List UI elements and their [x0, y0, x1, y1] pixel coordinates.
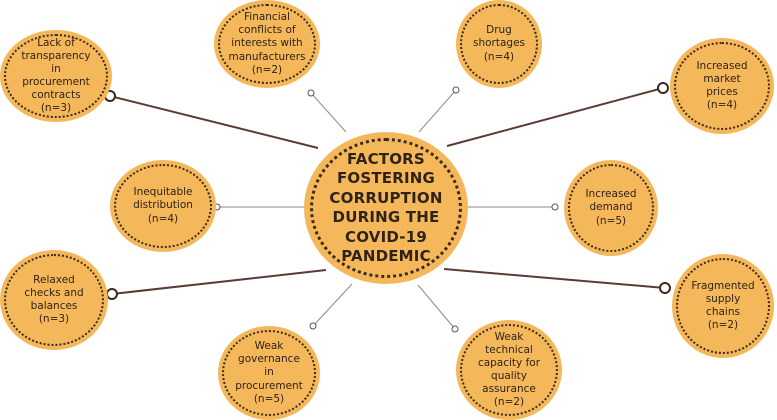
connector-dot-relaxed-checks	[106, 288, 118, 300]
connector-dot-financial-conflicts	[307, 89, 315, 97]
node-label-weak-governance: Weak governance in procurement (n=5)	[235, 340, 303, 405]
connector-fragmented-supply	[443, 268, 666, 289]
connector-dot-fragmented-supply	[659, 282, 671, 294]
node-weak-technical-capacity: Weak technical capacity for quality assu…	[456, 320, 562, 420]
node-label-increased-demand: Increased demand (n=5)	[585, 188, 637, 227]
node-drug-shortages: Drug shortages (n=4)	[456, 0, 542, 88]
connector-drug-shortages	[418, 89, 457, 133]
node-relaxed-checks: Relaxed checks and balances (n=3)	[0, 250, 108, 350]
connector-lack-of-transparency	[109, 95, 319, 149]
node-weak-governance: Weak governance in procurement (n=5)	[218, 326, 320, 420]
node-label-financial-conflicts: Financial conflicts of interests with ma…	[228, 11, 306, 76]
node-increased-market-prices: Increased market prices (n=4)	[670, 38, 774, 134]
connector-weak-governance	[312, 283, 353, 327]
node-label-lack-of-transparency: Lack of transparency in procurement cont…	[21, 36, 91, 115]
connector-financial-conflicts	[310, 92, 347, 133]
central-node: FACTORS FOSTERING CORRUPTION DURING THE …	[304, 132, 468, 284]
node-label-increased-market-prices: Increased market prices (n=4)	[696, 59, 748, 112]
connector-dot-weak-governance	[309, 322, 317, 330]
node-fragmented-supply: Fragmented supply chains (n=2)	[672, 254, 774, 358]
node-increased-demand: Increased demand (n=5)	[564, 160, 658, 256]
node-inequitable-distribution: Inequitable distribution (n=4)	[110, 160, 216, 252]
connector-dot-increased-demand	[551, 203, 559, 211]
connector-dot-increased-market-prices	[657, 82, 669, 94]
node-financial-conflicts: Financial conflicts of interests with ma…	[214, 0, 320, 88]
connector-relaxed-checks	[111, 269, 327, 295]
connector-dot-drug-shortages	[452, 86, 460, 94]
connector-dot-weak-technical-capacity	[451, 325, 459, 333]
central-node-title: FACTORS FOSTERING CORRUPTION DURING THE …	[329, 149, 443, 266]
connector-weak-technical-capacity	[417, 284, 456, 330]
node-label-inequitable-distribution: Inequitable distribution (n=4)	[133, 186, 193, 225]
node-lack-of-transparency: Lack of transparency in procurement cont…	[0, 30, 112, 122]
node-label-fragmented-supply: Fragmented supply chains (n=2)	[691, 279, 755, 332]
connector-increased-market-prices	[446, 87, 664, 147]
node-label-relaxed-checks: Relaxed checks and balances (n=3)	[24, 273, 84, 326]
node-label-drug-shortages: Drug shortages (n=4)	[472, 24, 525, 63]
node-label-weak-technical-capacity: Weak technical capacity for quality assu…	[477, 330, 541, 409]
